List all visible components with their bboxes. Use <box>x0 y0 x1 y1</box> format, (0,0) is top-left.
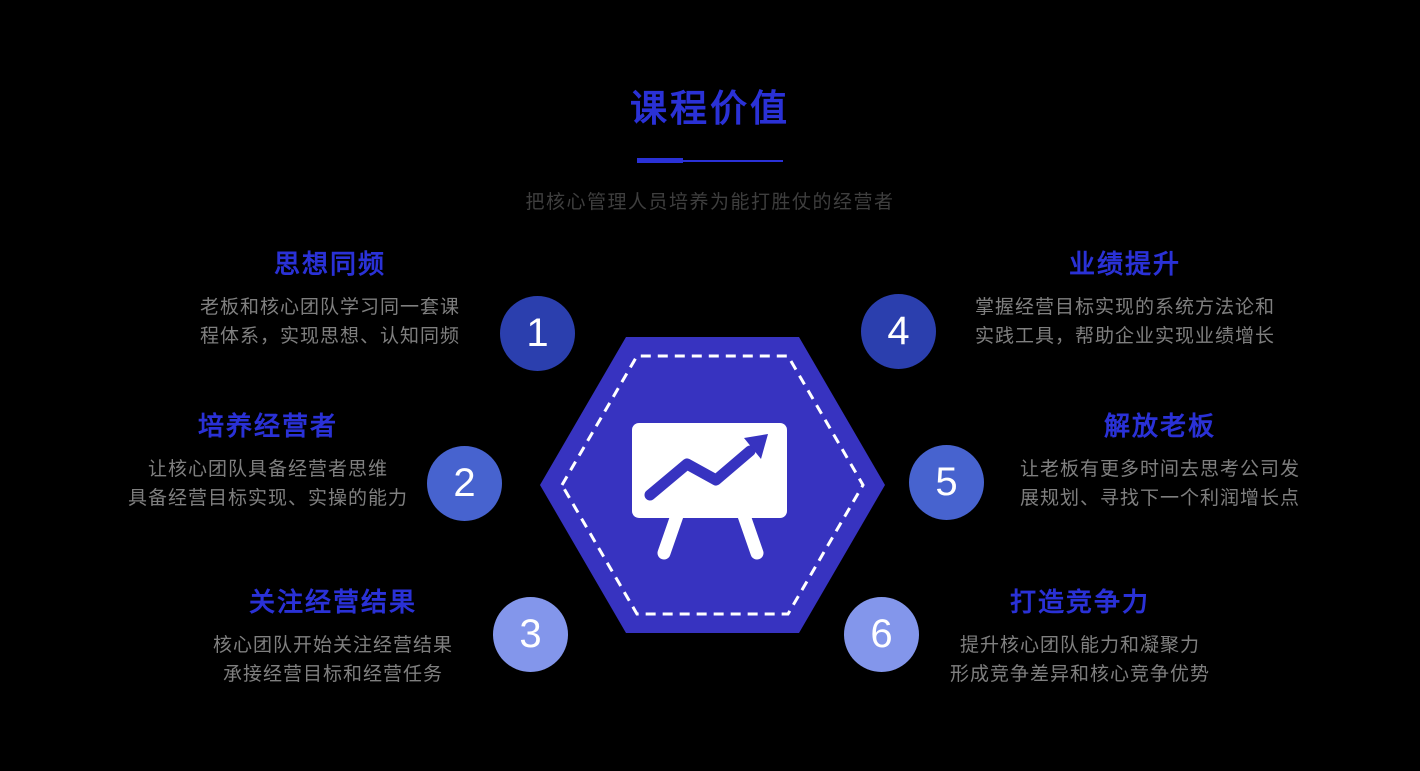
item-desc-line: 让老板有更多时间去思考公司发 <box>1019 459 1300 480</box>
value-item-1: 思想同频 老板和核心团队学习同一套课 程体系，实现思想、认知同频 <box>160 244 500 351</box>
item-title: 打造竞争力 <box>1009 587 1150 617</box>
item-number-badge: 2 <box>427 446 502 521</box>
page-title: 课程价值 <box>630 88 790 129</box>
item-desc-line: 掌握经营目标实现的系统方法论和 <box>974 297 1275 318</box>
title-divider <box>637 158 783 163</box>
item-desc-line: 程体系，实现思想、认知同频 <box>199 326 460 347</box>
item-number-badge: 3 <box>493 597 568 672</box>
item-desc-line: 提升核心团队能力和凝聚力 <box>959 635 1200 656</box>
hexagon-svg <box>540 337 885 633</box>
item-title: 解放老板 <box>1103 411 1216 441</box>
value-item-2: 培养经营者 让核心团队具备经营者思维 具备经营目标实现、实操的能力 <box>108 406 428 513</box>
item-number-badge: 1 <box>500 296 575 371</box>
page-header: 课程价值 把核心管理人员培养为能打胜仗的经营者 <box>0 78 1420 214</box>
item-desc-line: 老板和核心团队学习同一套课 <box>199 297 460 318</box>
item-desc-line: 具备经营目标实现、实操的能力 <box>127 488 408 509</box>
item-desc-line: 展规划、寻找下一个利润增长点 <box>1019 488 1300 509</box>
value-item-4: 业绩提升 掌握经营目标实现的系统方法论和 实践工具，帮助企业实现业绩增长 <box>955 244 1295 351</box>
item-title: 思想同频 <box>273 249 386 279</box>
item-title: 培养经营者 <box>197 411 338 441</box>
page-subtitle: 把核心管理人员培养为能打胜仗的经营者 <box>525 192 895 213</box>
item-desc-line: 承接经营目标和经营任务 <box>222 664 443 685</box>
divider-thick-segment <box>637 158 683 163</box>
item-title: 业绩提升 <box>1068 249 1181 279</box>
value-item-3: 关注经营结果 核心团队开始关注经营结果 承接经营目标和经营任务 <box>173 582 493 689</box>
item-desc-line: 让核心团队具备经营者思维 <box>147 459 388 480</box>
item-number-badge: 4 <box>861 294 936 369</box>
item-title: 关注经营结果 <box>248 587 417 617</box>
item-desc-line: 核心团队开始关注经营结果 <box>212 635 453 656</box>
hexagon-dashed-border <box>560 354 865 616</box>
item-desc-line: 实践工具，帮助企业实现业绩增长 <box>974 326 1275 347</box>
divider-thin-segment <box>683 159 783 162</box>
trend-chart-icon <box>644 434 768 501</box>
value-item-6: 打造竞争力 提升核心团队能力和凝聚力 形成竞争差异和核心竞争优势 <box>920 582 1240 689</box>
item-number-badge: 6 <box>844 597 919 672</box>
item-number-badge: 5 <box>909 445 984 520</box>
value-item-5: 解放老板 让老板有更多时间去思考公司发 展规划、寻找下一个利润增长点 <box>1000 406 1320 513</box>
item-desc-line: 形成竞争差异和核心竞争优势 <box>949 664 1210 685</box>
center-hexagon-graphic <box>540 337 885 633</box>
